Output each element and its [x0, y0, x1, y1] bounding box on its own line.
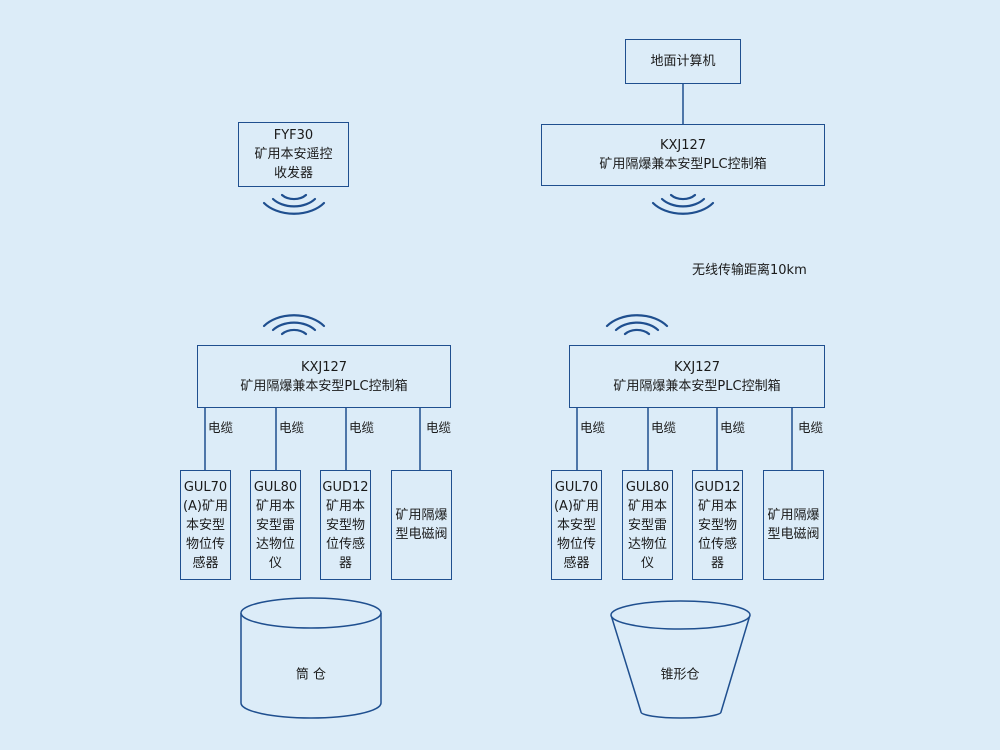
- sensor-box-gul70: GUL70 (A)矿用 本安型 物位传 感器: [551, 470, 602, 580]
- controller-desc-label: 矿用隔爆兼本安型PLC控制箱: [240, 378, 408, 394]
- sensor-line: 达物位: [627, 536, 667, 552]
- sensor-line: 本安型: [556, 517, 596, 533]
- sensor-box-gul80: GUL80 矿用本 安型雷 达物位 仪: [622, 470, 673, 580]
- sensor-line: 矿用本: [627, 498, 667, 514]
- controller-desc-label: 矿用隔爆兼本安型PLC控制箱: [613, 378, 781, 394]
- sensor-box-gud12: GUD12 矿用本 安型物 位传感 器: [320, 470, 371, 580]
- sensor-line: GUL70: [183, 479, 228, 495]
- sensor-line: (A)矿用: [182, 498, 229, 514]
- remote-transceiver-box: FYF30 矿用本安遥控 收发器: [238, 122, 349, 187]
- sensor-line: 安型雷: [627, 517, 667, 533]
- sensor-line: 安型雷: [255, 517, 295, 533]
- solenoid-valve-box: 矿用隔爆 型电磁阀: [763, 470, 824, 580]
- sensor-box-gud12: GUD12 矿用本 安型物 位传感 器: [692, 470, 743, 580]
- remote-desc-label-2: 收发器: [273, 166, 313, 181]
- sensor-line: GUL80: [625, 479, 670, 495]
- right-controller-box: KXJ127 矿用隔爆兼本安型PLC控制箱: [569, 345, 825, 408]
- solenoid-valve-box: 矿用隔爆 型电磁阀: [391, 470, 452, 580]
- cable-label: 电缆: [206, 420, 236, 436]
- sensor-line: GUL70: [554, 479, 599, 495]
- sensor-line: 安型物: [697, 517, 737, 533]
- sensor-line: 仪: [268, 555, 282, 571]
- wireless-signal-icon: [262, 193, 326, 215]
- sensor-line: (A)矿用: [553, 498, 600, 514]
- cable-label: 电缆: [649, 420, 679, 436]
- sensor-line: 安型物: [325, 517, 365, 533]
- cylinder-silo-label: 筒 仓: [295, 667, 327, 683]
- sensor-line: 矿用隔爆: [395, 508, 448, 523]
- cable-label: 电缆: [578, 420, 608, 436]
- sensor-line: 位传感: [325, 536, 365, 552]
- cable-label: 电缆: [796, 420, 826, 436]
- sensor-line: 仪: [640, 555, 654, 571]
- sensor-line: GUD12: [322, 479, 369, 495]
- cylinder-silo-shape: [240, 597, 382, 719]
- sensor-line: 感器: [563, 555, 590, 571]
- sensor-box-gul80: GUL80 矿用本 安型雷 达物位 仪: [250, 470, 301, 580]
- sensor-line: 物位传: [556, 536, 596, 552]
- sensor-line: 本安型: [185, 517, 225, 533]
- controller-model-label: KXJ127: [300, 359, 348, 375]
- cable-label: 电缆: [277, 420, 307, 436]
- sensor-line: 位传感: [697, 536, 737, 552]
- ground-computer-box: 地面计算机: [625, 39, 741, 84]
- sensor-line: 矿用本: [697, 498, 737, 514]
- remote-model-label: FYF30: [273, 128, 314, 143]
- sensor-line: GUL80: [253, 479, 298, 495]
- cone-silo-label: 锥形仓: [660, 667, 700, 683]
- wireless-signal-icon: [651, 193, 715, 215]
- sensor-box-gul70: GUL70 (A)矿用 本安型 物位传 感器: [180, 470, 231, 580]
- ground-computer-label: 地面计算机: [650, 54, 716, 69]
- sensor-line: 型电磁阀: [767, 527, 820, 542]
- sensor-line: 矿用本: [255, 498, 295, 514]
- controller-model-label: KXJ127: [673, 359, 721, 375]
- left-controller-box: KXJ127 矿用隔爆兼本安型PLC控制箱: [197, 345, 451, 408]
- sensor-line: 器: [710, 555, 724, 571]
- controller-model-label: KXJ127: [659, 138, 707, 153]
- cone-silo-shape: [610, 600, 751, 719]
- remote-desc-label: 矿用本安遥控: [254, 147, 333, 162]
- sensor-line: GUD12: [694, 479, 741, 495]
- sensor-line: 器: [338, 555, 352, 571]
- main-controller-box: KXJ127 矿用隔爆兼本安型PLC控制箱: [541, 124, 825, 186]
- sensor-line: 物位传: [185, 536, 225, 552]
- cable-label: 电缆: [718, 420, 748, 436]
- cable-label: 电缆: [347, 420, 377, 436]
- wireless-signal-icon: [605, 314, 669, 336]
- sensor-line: 型电磁阀: [395, 527, 448, 542]
- controller-desc-label: 矿用隔爆兼本安型PLC控制箱: [599, 157, 767, 172]
- sensor-line: 矿用隔爆: [767, 508, 820, 523]
- sensor-line: 感器: [192, 555, 219, 571]
- cable-label: 电缆: [424, 420, 454, 436]
- sensor-line: 达物位: [255, 536, 295, 552]
- wireless-distance-label: 无线传输距离10km: [690, 263, 809, 279]
- wireless-signal-icon: [262, 314, 326, 336]
- sensor-line: 矿用本: [325, 498, 365, 514]
